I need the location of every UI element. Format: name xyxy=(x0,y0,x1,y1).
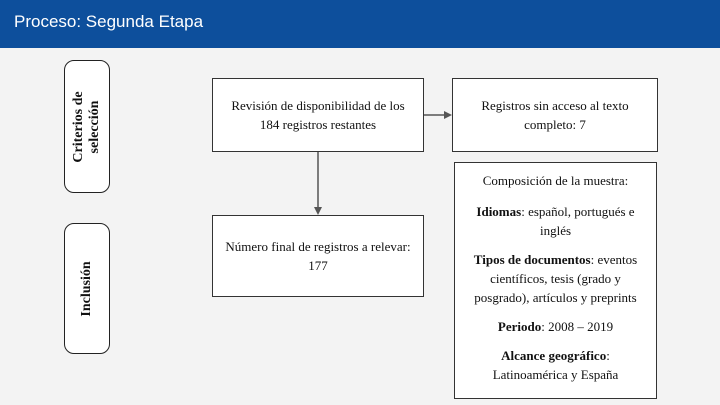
header-bar: Proceso: Segunda Etapa xyxy=(0,0,720,48)
sin-acceso-box: Registros sin acceso al texto completo: … xyxy=(452,78,658,152)
revision-box: Revisión de disponibilidad de los 184 re… xyxy=(212,78,424,152)
composicion-box: Composición de la muestra: Idiomas: espa… xyxy=(454,162,657,399)
revision-text: Revisión de disponibilidad de los 184 re… xyxy=(231,98,405,132)
inclusion-label-box: Inclusión xyxy=(64,223,110,354)
composicion-item-tipos: Tipos de documentos: eventos científicos… xyxy=(473,252,638,305)
criterios-label-box: Criterios de selección xyxy=(64,60,110,193)
sin-acceso-text: Registros sin acceso al texto completo: … xyxy=(481,98,629,132)
page-title: Proceso: Segunda Etapa xyxy=(14,12,204,31)
composicion-item-alcance: Alcance geográfico:Latinoamérica y Españ… xyxy=(492,348,619,382)
numero-final-text: Número final de registros a relevar: 177 xyxy=(225,239,411,273)
composicion-title: Composición de la muestra: xyxy=(482,173,629,188)
numero-final-box: Número final de registros a relevar: 177 xyxy=(212,215,424,297)
composicion-item-idiomas: Idiomas: español, portugués e inglés xyxy=(476,204,635,238)
composicion-item-periodo: Periodo: 2008 – 2019 xyxy=(497,319,614,334)
